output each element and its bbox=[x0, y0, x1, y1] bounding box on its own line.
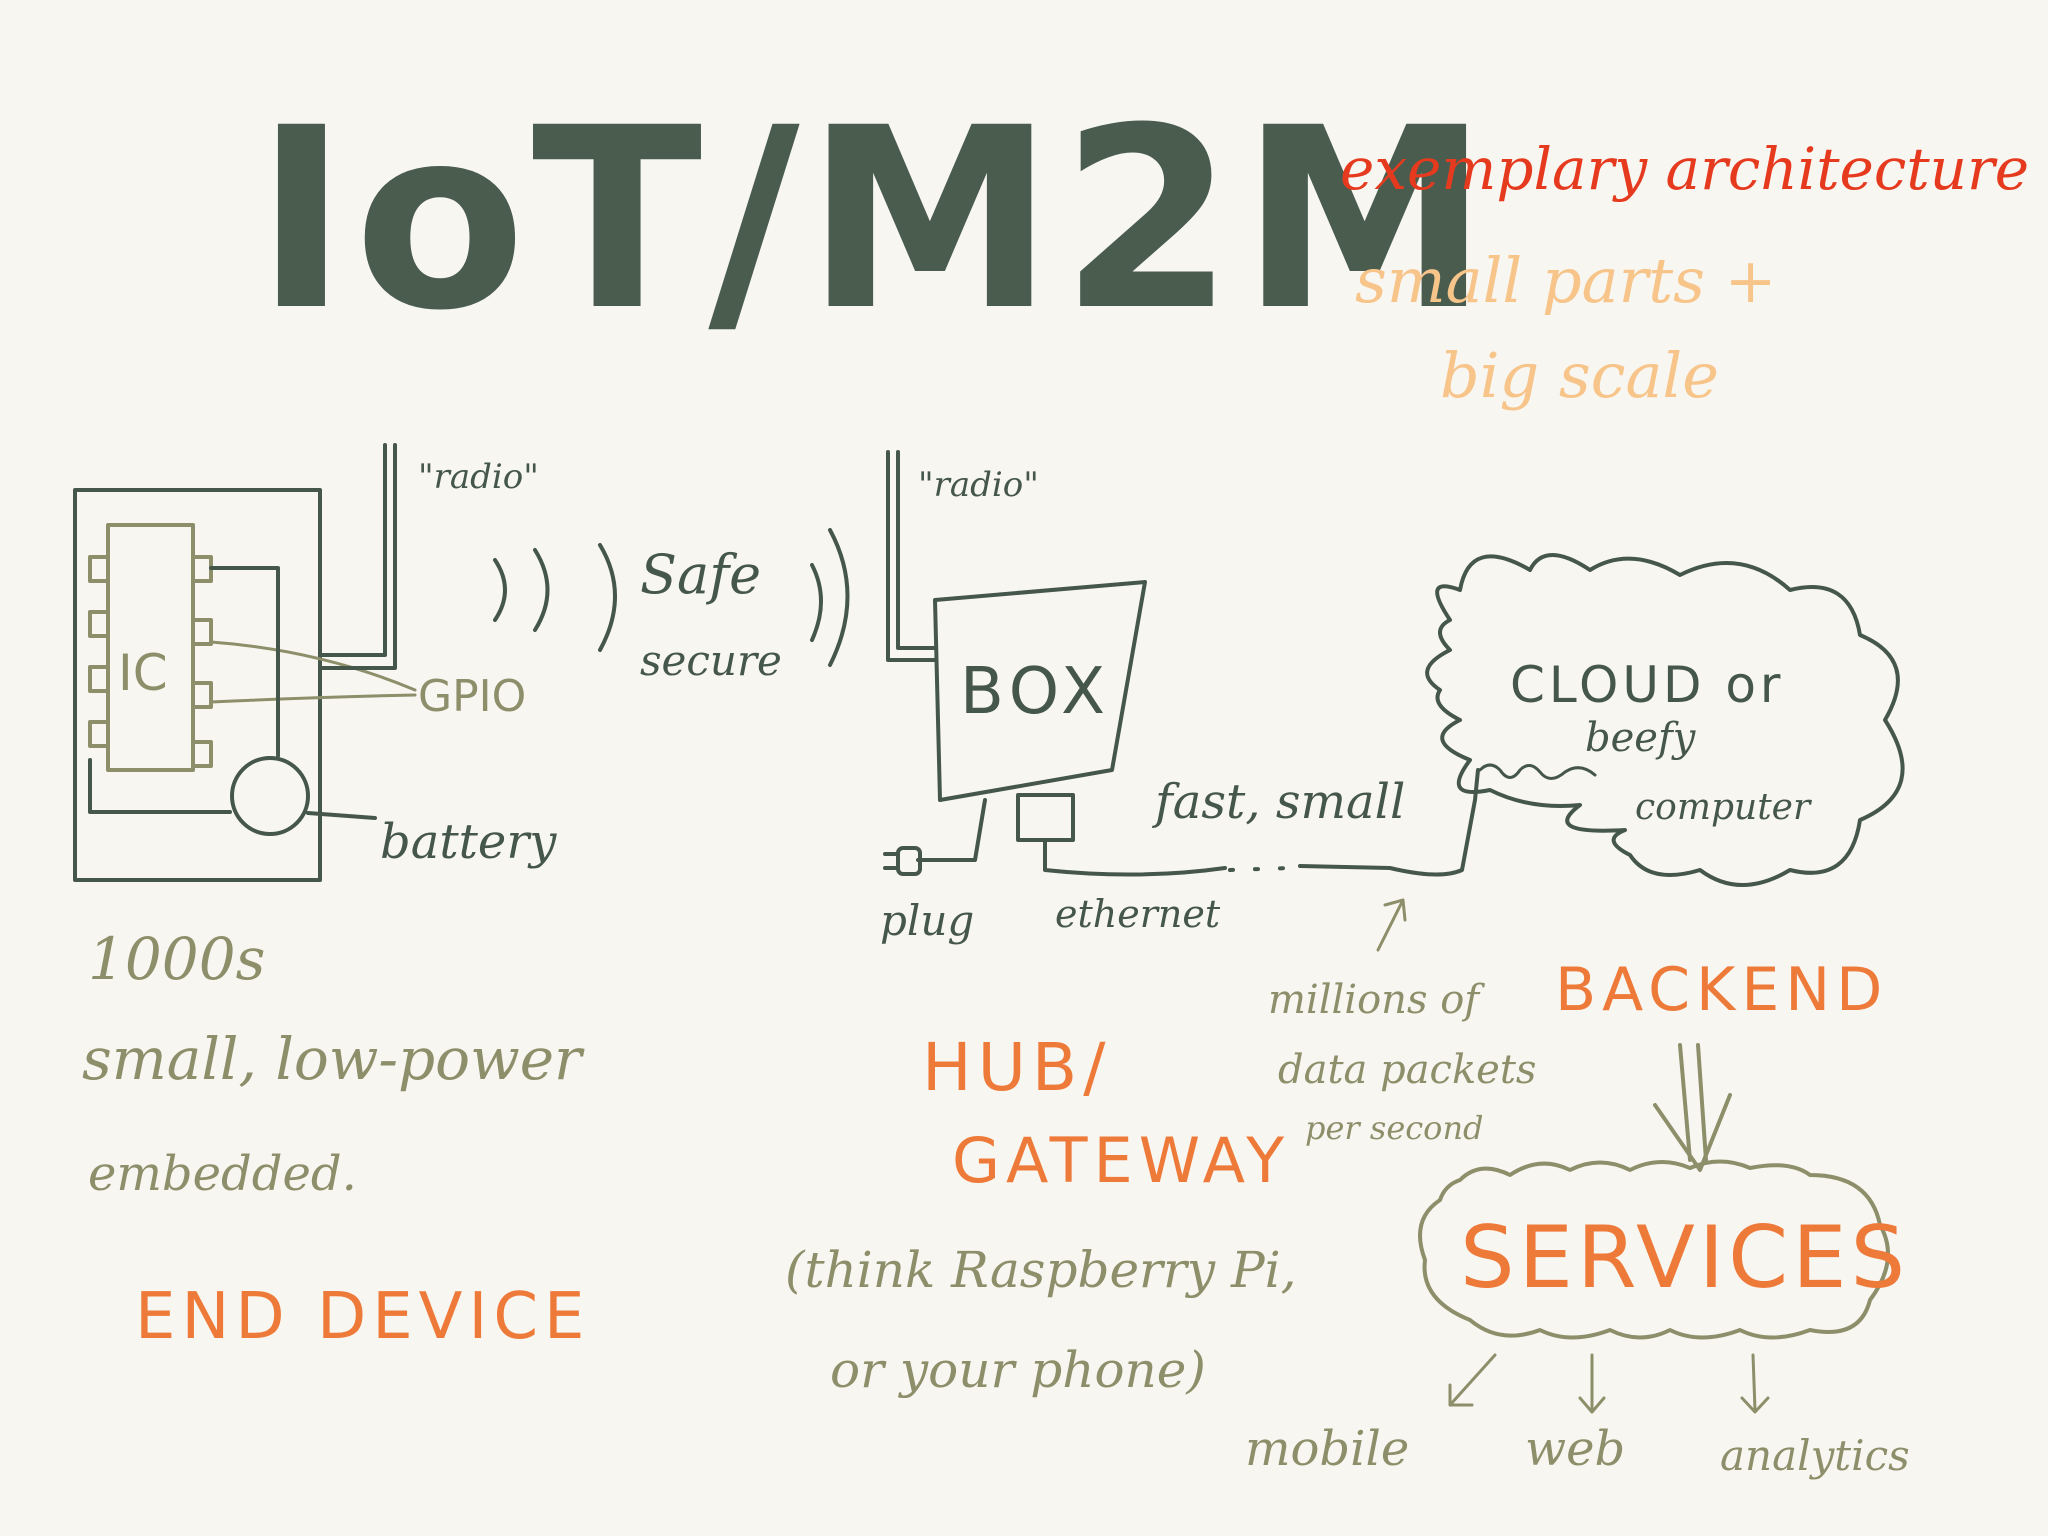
subtitle-line-1: exemplary architecture bbox=[1340, 135, 2030, 203]
hub-box bbox=[933, 580, 1147, 802]
subtitle-line-2: small parts + bbox=[1355, 244, 1777, 317]
end-device-desc-line-1: 1000s bbox=[88, 925, 266, 993]
traffic-note-line-2: data packets bbox=[1278, 1047, 1537, 1093]
hub-radio-label: "radio" bbox=[918, 465, 1039, 505]
services-label: SERVICES bbox=[1460, 1208, 1910, 1308]
page-title: IoT/M2M bbox=[255, 74, 1496, 365]
plug-label: plug bbox=[880, 896, 975, 945]
device-radio-label: "radio" bbox=[418, 457, 539, 497]
end-device-desc-line-3: embedded. bbox=[88, 1146, 357, 1202]
link-label-secure: secure bbox=[640, 636, 782, 685]
hub-note-line-2: or your phone) bbox=[830, 1341, 1206, 1399]
battery-label: battery bbox=[380, 814, 557, 870]
link-label-safe: Safe bbox=[640, 543, 762, 606]
radio-waves-left bbox=[493, 543, 617, 652]
backend-to-services-arrow bbox=[1653, 1043, 1732, 1172]
traffic-note-line-1: millions of bbox=[1268, 977, 1480, 1023]
traffic-arrow bbox=[1376, 898, 1407, 952]
box-label: BOX bbox=[960, 655, 1111, 729]
subtitle-line-3: big scale bbox=[1440, 339, 1719, 412]
hub-heading-line-2: GATEWAY bbox=[952, 1124, 1291, 1197]
ic-pins bbox=[88, 555, 213, 768]
ic-label: IC bbox=[118, 644, 168, 702]
plug-cable bbox=[916, 798, 987, 862]
connection-line bbox=[1298, 768, 1480, 877]
service-output-web: web bbox=[1525, 1421, 1626, 1477]
ethernet-label: ethernet bbox=[1055, 892, 1221, 936]
end-device-desc-line-2: small, low-power bbox=[82, 1025, 582, 1093]
gpio-leads bbox=[209, 640, 417, 704]
service-output-analytics: analytics bbox=[1720, 1431, 1910, 1480]
hub-heading-line-1: HUB/ bbox=[922, 1029, 1112, 1106]
battery-symbol bbox=[230, 756, 310, 836]
cloud-label-line-3: computer bbox=[1635, 787, 1811, 828]
radio-waves-right bbox=[810, 528, 850, 667]
traffic-note-line-3: per second bbox=[1305, 1109, 1484, 1147]
device-board bbox=[73, 488, 322, 882]
cloud-label-line-1: CLOUD or bbox=[1510, 656, 1785, 714]
hub-antenna bbox=[886, 450, 937, 662]
plug-icon bbox=[883, 846, 922, 876]
backend-heading: BACKEND bbox=[1555, 955, 1889, 1025]
connection-dots bbox=[1228, 866, 1292, 872]
ethernet-port bbox=[1016, 793, 1075, 842]
services-cloud bbox=[1418, 1159, 1890, 1340]
cloud-label-line-2: beefy bbox=[1585, 715, 1696, 761]
service-output-mobile: mobile bbox=[1245, 1421, 1410, 1477]
services-output-arrows bbox=[1448, 1353, 1770, 1414]
gpio-label: GPIO bbox=[418, 671, 527, 722]
ic-chip bbox=[106, 523, 195, 772]
cloud-shape bbox=[1425, 553, 1905, 887]
device-wires bbox=[88, 443, 397, 820]
cloud-inlet-squiggle bbox=[1478, 763, 1597, 780]
hub-note-line-1: (think Raspberry Pi, bbox=[785, 1241, 1297, 1299]
ethernet-cable bbox=[1043, 838, 1227, 877]
end-device-heading: END DEVICE bbox=[135, 1280, 591, 1354]
connection-speed-label: fast, small bbox=[1155, 774, 1406, 830]
